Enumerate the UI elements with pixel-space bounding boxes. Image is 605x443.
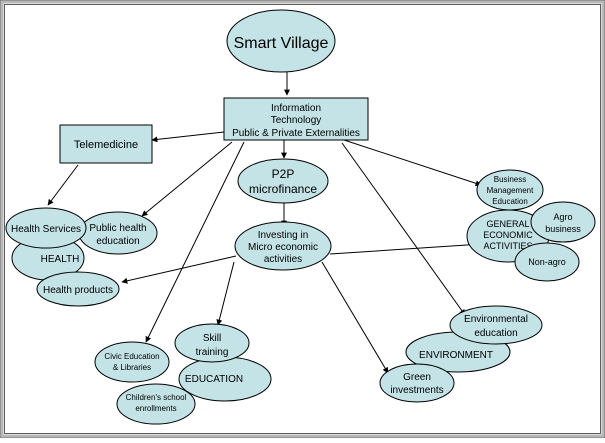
p2p-label-line-2: microfinance — [249, 182, 317, 196]
arrow-it-to-environmental-education — [341, 142, 466, 316]
agro-business-shape — [530, 201, 596, 243]
education-label: EDUCATION — [185, 374, 243, 385]
business-mgmt-label-line-2: Management — [487, 186, 534, 195]
school-enrollments-label-line-2: enrollments — [135, 404, 176, 413]
business-mgmt-label-line-1: Business — [494, 175, 526, 184]
telemedicine-label: Telemedicine — [74, 139, 138, 151]
environment-label: ENVIRONMENT — [419, 350, 493, 361]
civic-education-shape — [94, 341, 170, 383]
investing-label-line-2: Micro economic — [248, 242, 318, 253]
public-health-label-line-1: Public health — [89, 223, 146, 234]
arrow-telemedicine-to-health-services — [47, 164, 79, 206]
it-label-line-2: Technology — [271, 115, 322, 126]
arrow-investing-to-health-products — [121, 255, 237, 284]
node-smart-village: Smart Village — [226, 9, 336, 73]
green-investments-label-line-1: Green — [403, 372, 431, 383]
skill-training-shape — [174, 323, 250, 363]
general-economic-label-line-2: ECONOMIC — [483, 230, 533, 240]
arrow-it-to-civic-education — [145, 141, 245, 343]
it-label-line-3: Public & Private Externalities — [232, 128, 360, 139]
health-label: HEALTH — [41, 254, 80, 265]
node-investing: Investing in Micro economic activities — [234, 221, 332, 271]
environmental-education-label-line-1: Environmental — [464, 314, 528, 325]
school-enrollments-label-line-1: Children's school — [126, 393, 187, 402]
non-agro-label: Non-agro — [528, 257, 566, 267]
arrow-investing-to-green-investments — [321, 261, 389, 374]
environmental-education-label-line-2: education — [474, 328, 517, 339]
it-label-line-1: Information — [271, 103, 321, 114]
green-investments-shape — [379, 363, 455, 403]
node-information-technology: Information Technology Public & Private … — [223, 97, 369, 141]
environmental-education-shape — [449, 305, 543, 345]
arrow-it-to-public-health — [141, 141, 233, 217]
p2p-label-line-1: P2P — [272, 167, 295, 181]
health-services-label: Health Services — [11, 224, 81, 235]
skill-training-label-line-1: Skill — [203, 333, 221, 344]
non-agro-shape — [514, 242, 580, 282]
school-enrollments-shape — [116, 383, 196, 425]
general-economic-label-line-3: ACTIVITIES — [483, 241, 532, 251]
arrow-investing-to-skill-training — [216, 261, 235, 326]
node-telemedicine: Telemedicine — [59, 124, 153, 164]
investing-label-line-1: Investing in — [258, 230, 309, 241]
health-products-label: Health products — [43, 285, 113, 296]
node-p2p-microfinance: P2P microfinance — [237, 158, 329, 204]
green-investments-label-line-2: investments — [390, 385, 443, 396]
health-cluster: HEALTH Public health education Health Se… — [5, 207, 158, 307]
education-cluster: EDUCATION Skill training Civic Education… — [94, 323, 272, 425]
health-services-shape — [5, 207, 87, 249]
smart-village-label: Smart Village — [234, 35, 329, 52]
business-mgmt-label-line-3: Education — [492, 197, 528, 206]
skill-training-label-line-2: training — [196, 347, 229, 358]
arrow-it-to-telemedicine — [151, 131, 225, 143]
civic-education-label-line-2: & Libraries — [113, 363, 151, 372]
arrow-investing-to-general-economic — [329, 241, 483, 255]
arrow-it-to-business-mgmt — [343, 139, 482, 187]
general-economic-label-line-1: GENERAL — [486, 219, 529, 229]
environment-cluster: ENVIRONMENT Environmental education Gree… — [379, 305, 543, 403]
agro-business-label-line-1: Agro — [553, 212, 572, 222]
health-products-shape — [36, 271, 120, 307]
public-health-label-line-2: education — [96, 236, 139, 247]
connectors — [47, 72, 483, 374]
economic-cluster: Business Management Education GENERAL EC… — [466, 169, 596, 282]
agro-business-label-line-2: business — [545, 224, 581, 234]
investing-label-line-3: activities — [264, 254, 302, 265]
civic-education-label-line-1: Civic Education — [104, 352, 159, 361]
